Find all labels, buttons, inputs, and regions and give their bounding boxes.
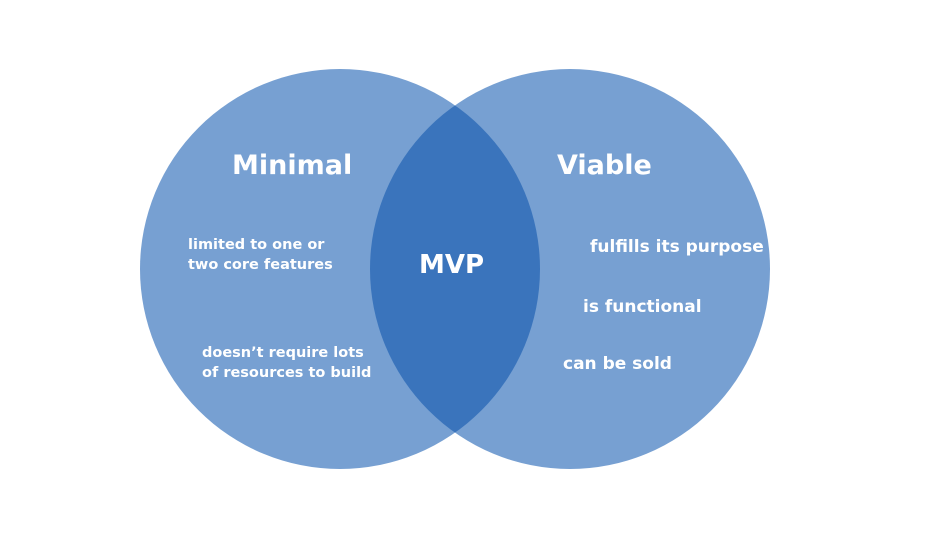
viable-item-2: is functional — [583, 297, 702, 317]
minimal-title: Minimal — [232, 150, 353, 181]
overlap-lens — [370, 69, 540, 469]
minimal-item-1: limited to one or two core features — [188, 237, 333, 273]
viable-item-1: fulfills its purpose — [590, 237, 764, 257]
minimal-item-2: doesn’t require lots of resources to bui… — [202, 345, 372, 381]
viable-item-3: can be sold — [563, 354, 672, 374]
mvp-label: MVP — [419, 250, 485, 280]
viable-title: Viable — [557, 150, 652, 181]
